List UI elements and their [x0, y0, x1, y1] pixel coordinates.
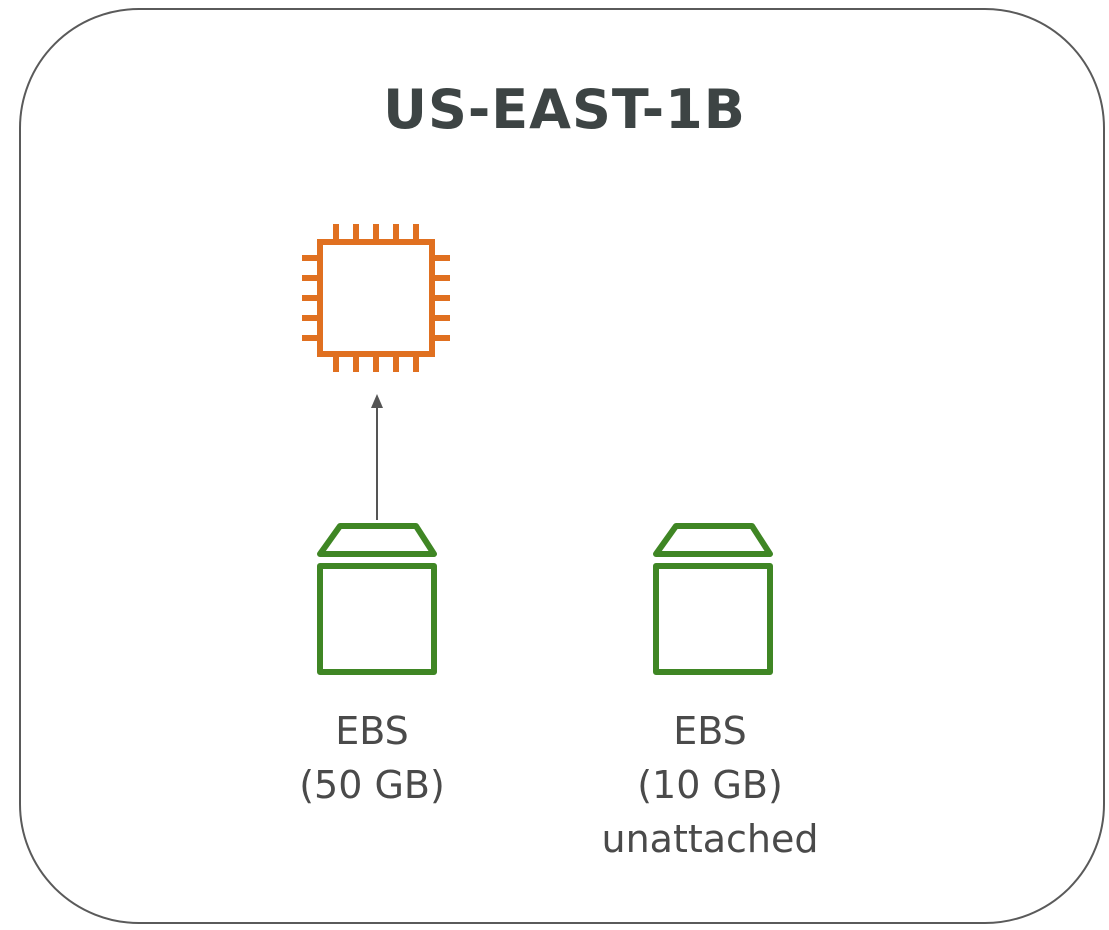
volume-size: (50 GB) [299, 763, 445, 807]
ebs-volume-icon [653, 523, 773, 675]
zone-title: US-EAST-1B [383, 78, 746, 141]
volume-status: unattached [601, 817, 819, 861]
ebs-volume-1-label: EBS (50 GB) [272, 704, 472, 812]
ec2-instance-chip-icon [302, 224, 450, 372]
volume-name: EBS [335, 709, 409, 753]
ebs-volume-2-label: EBS (10 GB) unattached [570, 704, 850, 866]
attachment-arrow [371, 394, 383, 520]
ebs-volume-icon [317, 523, 437, 675]
volume-size: (10 GB) [637, 763, 783, 807]
availability-zone-container [19, 8, 1105, 924]
volume-name: EBS [673, 709, 747, 753]
